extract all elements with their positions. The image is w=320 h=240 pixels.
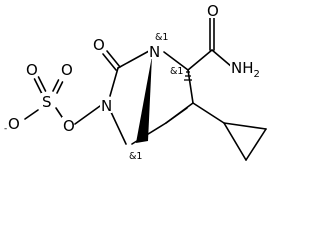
stereo-markers: &1 &1 &1: [129, 32, 183, 162]
bond-c2-c-amide: [187, 49, 213, 71]
bond-c-amide-nh2: [211, 49, 233, 68]
bond-cyclopropyl-2: [245, 128, 267, 161]
bond-s-o-minus: [24, 109, 39, 120]
bond-o-n-amide: [74, 105, 101, 125]
stereo-marker-c2: &1: [170, 66, 183, 77]
atom-o-sulfate-right: O: [61, 61, 73, 79]
atom-s: S: [42, 93, 52, 111]
atom-n-amide: N: [101, 97, 112, 115]
bond-c2-c3: [187, 69, 194, 104]
bond-c-carbonyl-o-1: [106, 50, 121, 68]
bond-s-o-ester: [55, 107, 63, 118]
bond-cyclopropyl-3: [223, 122, 267, 130]
bond-s-o-top-right-1: [52, 79, 60, 92]
bonds: [24, 16, 267, 161]
charge-minus: -: [4, 124, 7, 134]
bond-n-amide-c-carbonyl: [109, 67, 119, 97]
bond-s-o-top-left-1: [33, 78, 43, 94]
atom-labels: O O S O - O N O N O NH2: [4, 2, 265, 135]
bond-n-bridge-c2: [163, 51, 189, 71]
wedge-bridge-c5-n: [136, 56, 152, 143]
atom-n-bridge: N: [149, 43, 160, 61]
atom-nh2: NH2: [231, 59, 260, 80]
atom-o-amide: O: [207, 2, 219, 20]
bond-c-carbonyl-n-bridge: [117, 50, 150, 69]
atom-o-minus: O: [8, 115, 20, 133]
stereo-marker-n: &1: [155, 32, 168, 43]
atom-o-carbonyl: O: [93, 36, 105, 54]
bond-n-amide-c5: [110, 111, 127, 145]
bond-c3-cyclopropyl: [192, 102, 225, 124]
atom-o-sulfate-left: O: [26, 61, 38, 79]
bond-s-o-top-right-2: [56, 81, 64, 94]
bond-c-carbonyl-o-2: [102, 53, 117, 71]
molecule-structure: O O S O - O N O N O NH2 &1 &1 &1: [4, 2, 267, 162]
stereo-marker-c5: &1: [129, 151, 142, 162]
bond-cyclopropyl-1: [223, 122, 247, 161]
stereo-bonds: [136, 56, 192, 143]
hash-bond-c2: [184, 71, 192, 81]
bond-c3-c4-2: [165, 107, 188, 124]
atom-o-ester: O: [63, 117, 75, 135]
bond-s-o-top-left-2: [37, 76, 47, 92]
